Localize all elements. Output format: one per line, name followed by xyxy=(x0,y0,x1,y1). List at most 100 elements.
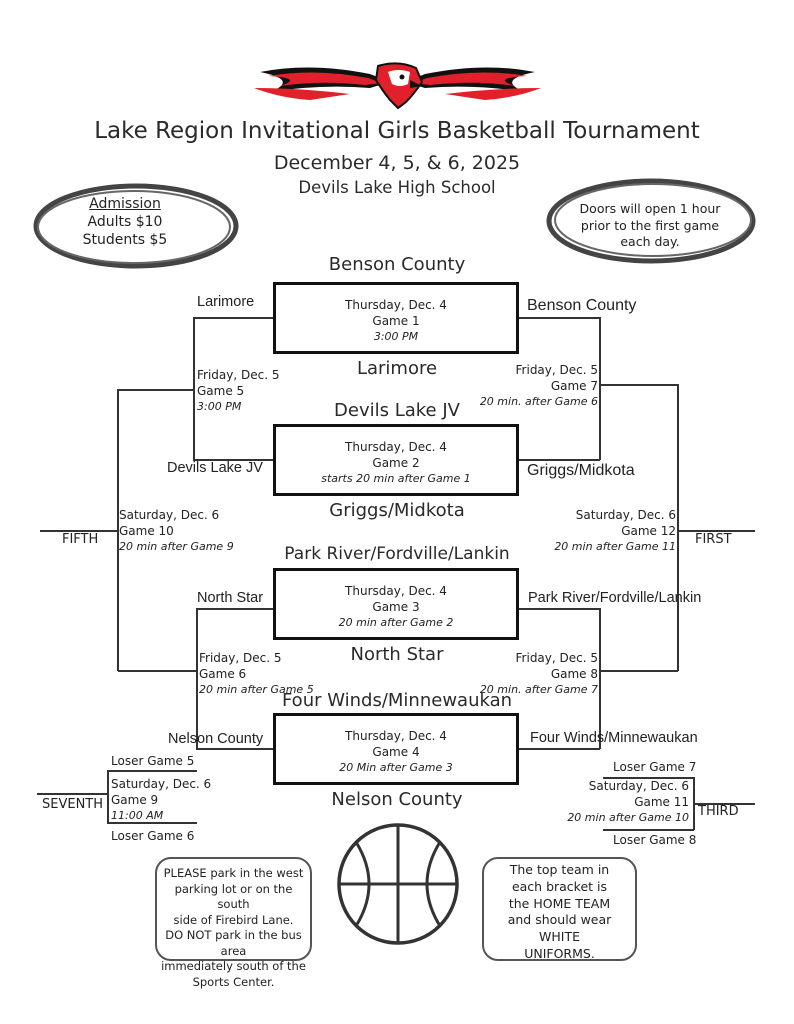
game-11-name: Game 11 xyxy=(634,794,689,809)
game-1-day: Thursday, Dec. 4 xyxy=(345,298,447,312)
doors-line-1: Doors will open 1 hour xyxy=(579,201,721,216)
admission-students: Students $5 xyxy=(82,232,168,248)
doors-oval xyxy=(546,178,756,264)
game-9-time: 11:00 AM xyxy=(111,809,164,822)
game-6-info: Friday, Dec. 5 Game 6 20 min after Game … xyxy=(199,651,314,698)
game-12-day: Saturday, Dec. 6 xyxy=(575,508,676,522)
team-park-label: Park River/Fordville/Lankin xyxy=(528,590,702,606)
game-10-name: Game 10 xyxy=(119,523,174,538)
game-4-name: Game 4 xyxy=(372,745,420,759)
home-team-note: The top team in each bracket is the HOME… xyxy=(482,857,637,961)
game-9-info: Saturday, Dec. 6 Game 9 11:00 AM xyxy=(111,777,211,824)
doors-info: Doors will open 1 hour prior to the firs… xyxy=(560,201,740,251)
game-5-info: Friday, Dec. 5 Game 5 3:00 PM xyxy=(197,368,279,415)
loser-game-7: Loser Game 7 xyxy=(613,760,697,774)
team-nelson-label: Nelson County xyxy=(168,731,264,747)
home-line-3: the HOME TEAM xyxy=(508,895,611,911)
team-northstar-heading: North Star xyxy=(350,644,444,665)
game-6-name: Game 6 xyxy=(199,666,247,681)
game-7-day: Friday, Dec. 5 xyxy=(515,363,598,377)
game-2-time: starts 20 min after Game 1 xyxy=(321,472,471,485)
game-11-info: Saturday, Dec. 6 Game 11 20 min after Ga… xyxy=(560,779,689,826)
home-line-2: each bracket is xyxy=(511,878,608,894)
game-7-name: Game 7 xyxy=(550,378,598,393)
game-4-box: Thursday, Dec. 4 Game 4 20 Min after Gam… xyxy=(273,713,519,785)
team-nelson-heading: Nelson County xyxy=(331,789,463,810)
game-11-time: 20 min after Game 10 xyxy=(567,811,689,824)
game-2-name: Game 2 xyxy=(372,456,420,470)
tournament-dates: December 4, 5, & 6, 2025 xyxy=(273,152,521,174)
firebird-logo xyxy=(254,62,541,110)
game-1-name: Game 1 xyxy=(372,314,420,328)
game-12-name: Game 12 xyxy=(621,523,676,538)
team-fourwinds-heading: Four Winds/Minnewaukan xyxy=(281,690,513,711)
game-6-time: 20 min after Game 5 xyxy=(199,683,314,696)
game-3-name: Game 3 xyxy=(372,600,420,614)
home-line-4: and should wear xyxy=(507,912,612,928)
team-dljv-label: Devils Lake JV xyxy=(167,460,263,476)
game-10-info: Saturday, Dec. 6 Game 10 20 min after Ga… xyxy=(119,508,234,555)
admission-oval xyxy=(33,183,239,269)
loser-game-6: Loser Game 6 xyxy=(111,829,195,843)
game-8-day: Friday, Dec. 5 xyxy=(515,651,598,665)
loser-game-8: Loser Game 8 xyxy=(613,833,697,847)
game-8-name: Game 8 xyxy=(550,666,598,681)
game-3-day: Thursday, Dec. 4 xyxy=(345,584,447,598)
game-5-time: 3:00 PM xyxy=(197,400,242,413)
admission-heading: Admission xyxy=(89,196,161,212)
game-3-time: 20 min after Game 2 xyxy=(338,616,454,629)
game-9-name: Game 9 xyxy=(111,792,159,807)
parking-note: PLEASE park in the west parking lot or o… xyxy=(155,857,312,989)
game-7-info: Friday, Dec. 5 Game 7 20 min. after Game… xyxy=(470,363,598,410)
game-7-time: 20 min. after Game 6 xyxy=(479,395,598,408)
place-seventh: SEVENTH xyxy=(42,797,104,812)
basketball-icon xyxy=(337,823,459,945)
home-line-6: UNIFORMS. xyxy=(524,945,595,961)
game-9-day: Saturday, Dec. 6 xyxy=(111,777,212,791)
team-benson-heading: Benson County xyxy=(328,254,466,275)
game-4-day: Thursday, Dec. 4 xyxy=(345,729,447,743)
parking-line-4: DO NOT park in the bus area xyxy=(165,928,302,958)
parking-line-6: Sports Center. xyxy=(192,974,275,989)
tournament-venue: Devils Lake High School xyxy=(298,178,496,197)
place-first: FIRST xyxy=(695,532,732,547)
admission-info: Admission Adults $10 Students $5 xyxy=(50,195,200,249)
place-fifth: FIFTH xyxy=(62,532,99,547)
page-title: Lake Region Invitational Girls Basketbal… xyxy=(94,118,700,144)
game-12-time: 20 min after Game 11 xyxy=(554,540,676,553)
admission-adults: Adults $10 xyxy=(87,214,163,230)
game-2-day: Thursday, Dec. 4 xyxy=(345,440,447,454)
team-dljv-heading: Devils Lake JV xyxy=(334,400,460,421)
place-third: THIRD xyxy=(698,804,739,819)
game-1-time: 3:00 PM xyxy=(373,330,419,343)
game-1-box: Thursday, Dec. 4 Game 1 3:00 PM xyxy=(273,282,519,354)
team-griggs-label: Griggs/Midkota xyxy=(527,462,635,479)
parking-line-5: immediately south of the xyxy=(161,959,306,973)
parking-line-3: side of Firebird Lane. xyxy=(173,912,294,927)
game-11-day: Saturday, Dec. 6 xyxy=(588,779,689,793)
parking-line-1: PLEASE park in the west xyxy=(163,866,304,880)
game-8-info: Friday, Dec. 5 Game 8 20 min. after Game… xyxy=(460,651,598,698)
game-10-time: 20 min after Game 9 xyxy=(119,540,234,553)
game-5-name: Game 5 xyxy=(197,383,245,398)
game-3-box: Thursday, Dec. 4 Game 3 20 min after Gam… xyxy=(273,568,519,640)
team-griggs-heading: Griggs/Midkota xyxy=(329,500,465,521)
parking-line-2: parking lot or on the south xyxy=(174,881,293,912)
game-8-time: 20 min. after Game 7 xyxy=(479,683,598,696)
team-park-heading: Park River/Fordville/Lankin xyxy=(284,544,510,564)
team-fourwinds-label: Four Winds/Minnewaukan xyxy=(530,730,698,746)
team-northstar-label: North Star xyxy=(197,590,264,606)
loser-game-5: Loser Game 5 xyxy=(111,754,195,768)
team-larimore-heading: Larimore xyxy=(356,358,438,379)
game-5-day: Friday, Dec. 5 xyxy=(197,368,280,382)
home-line-5: WHITE xyxy=(539,929,580,945)
team-larimore-label: Larimore xyxy=(197,294,255,310)
game-10-day: Saturday, Dec. 6 xyxy=(119,508,220,522)
team-benson-label: Benson County xyxy=(527,297,637,314)
game-4-time: 20 Min after Game 3 xyxy=(339,761,453,774)
doors-line-2: prior to the first game xyxy=(580,217,720,233)
game-12-info: Saturday, Dec. 6 Game 12 20 min after Ga… xyxy=(540,508,676,555)
doors-line-3: each day. xyxy=(620,234,680,249)
game-2-box: Thursday, Dec. 4 Game 2 starts 20 min af… xyxy=(273,424,519,496)
home-line-1: The top team in xyxy=(509,862,610,877)
